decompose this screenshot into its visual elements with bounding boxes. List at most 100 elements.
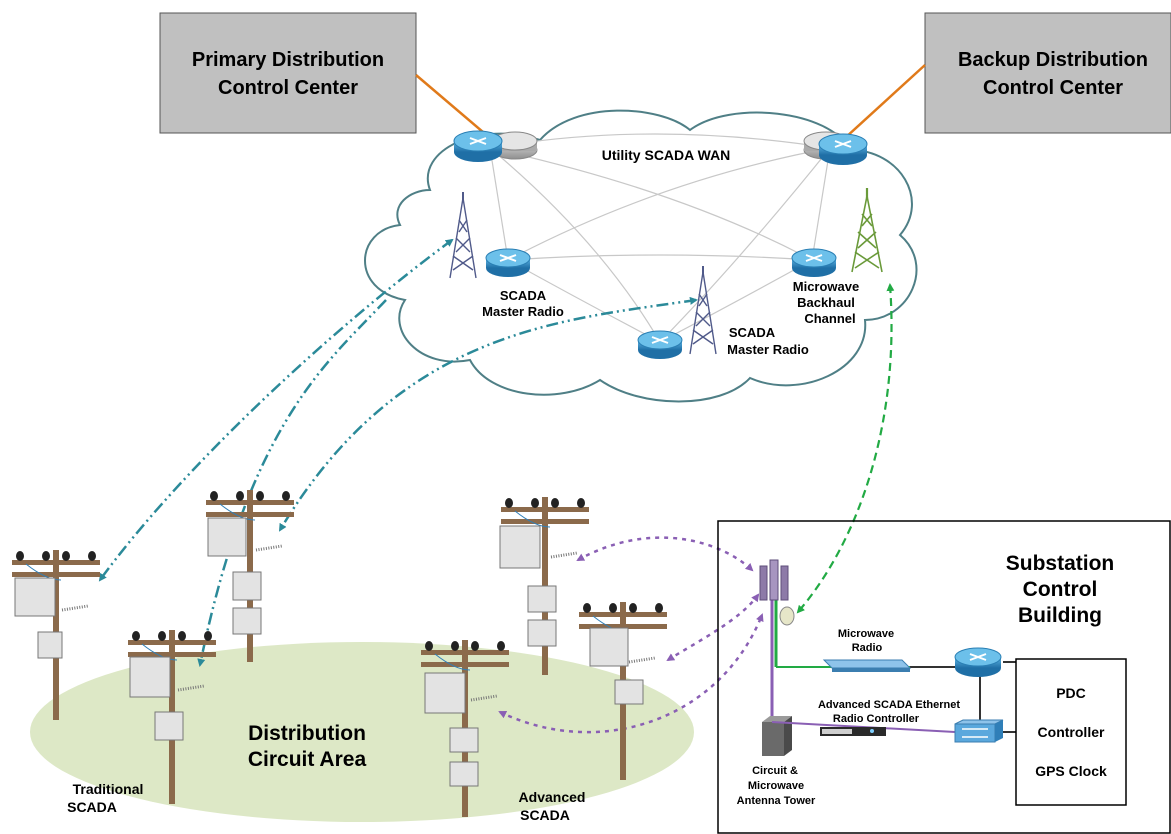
master-radio-router-2 <box>637 330 683 359</box>
insulator-icon <box>132 631 140 641</box>
master-radio-1-label-line2: Master Radio <box>482 304 564 319</box>
equipment-item-1: Controller <box>1038 724 1105 740</box>
tower-label-line2: Microwave <box>748 780 804 792</box>
distribution-area-line1: Distribution <box>248 722 366 745</box>
insulator-icon <box>451 641 459 651</box>
insulator-icon <box>629 603 637 613</box>
insulator-icon <box>62 551 70 561</box>
pole-wire <box>141 643 178 661</box>
insulator-icon <box>178 631 186 641</box>
radio-antenna-icon <box>470 694 498 702</box>
distribution-area-line2: Circuit Area <box>248 748 367 771</box>
pole-box <box>527 585 557 613</box>
substation-title-line2: Control <box>1023 578 1098 601</box>
utility-pole-0 <box>12 550 100 720</box>
controller-label-line1: Advanced SCADA Ethernet <box>818 699 960 711</box>
utility-pole-4 <box>421 640 509 817</box>
primary-control-center: Primary Distribution Control Center <box>159 12 417 134</box>
insulator-icon <box>210 491 218 501</box>
rtu-cabinet <box>129 656 171 698</box>
rtu-cabinet <box>589 627 629 667</box>
master-radio-2-label-line2: Master Radio <box>727 342 809 357</box>
insulator-icon <box>551 498 559 508</box>
master-radio-1-label-line1: SCADA <box>500 288 547 303</box>
insulator-icon <box>505 498 513 508</box>
crossarm <box>206 512 294 517</box>
microwave-backhaul-router <box>791 248 837 277</box>
primary-uplink <box>415 74 491 139</box>
insulator-icon <box>16 551 24 561</box>
crossarm <box>501 507 589 512</box>
tower-label-line1: Circuit & <box>752 765 798 777</box>
insulator-icon <box>531 498 539 508</box>
insulator-icon <box>282 491 290 501</box>
primary-control-center-line2: Control Center <box>218 77 358 99</box>
utility-poles <box>12 490 667 817</box>
insulator-icon <box>256 491 264 501</box>
microwave-backhaul-label-line3: Channel <box>804 311 855 326</box>
insulator-icon <box>583 603 591 613</box>
insulator-icon <box>425 641 433 651</box>
microwave-radio-label-line2: Radio <box>852 642 883 654</box>
substation-title-line1: Substation <box>1006 552 1115 575</box>
master-radio-router-1 <box>485 248 531 277</box>
traditional-scada-line1: Traditional <box>73 781 144 797</box>
master-radio-2-label-line1: SCADA <box>729 325 776 340</box>
traditional-scada-line2: SCADA <box>67 799 117 815</box>
microwave-backhaul-label-line1: Microwave <box>793 279 859 294</box>
microwave-link <box>796 283 895 614</box>
substation-title-line3: Building <box>1018 604 1102 627</box>
crossarm <box>128 640 216 645</box>
crossarm <box>12 560 100 565</box>
pole-box <box>232 571 262 601</box>
insulator-icon <box>655 603 663 613</box>
insulator-icon <box>609 603 617 613</box>
crossarm <box>501 519 589 524</box>
advanced-link-1 <box>576 536 754 572</box>
crossarm <box>421 650 509 655</box>
microwave-tower-icon <box>851 188 883 273</box>
crossarm <box>421 662 509 667</box>
pole-box <box>37 631 63 659</box>
equipment-item-0: PDC <box>1056 685 1086 701</box>
advanced-scada-links <box>498 536 764 734</box>
ethernet-radio-controller-device-icon <box>820 727 886 736</box>
substation-switch-icon <box>954 719 1004 743</box>
advanced-link-2 <box>666 593 760 662</box>
advanced-scada-line2: SCADA <box>520 807 570 823</box>
antenna-tower-icon <box>759 559 795 756</box>
tower-label-line3: Antenna Tower <box>737 795 816 807</box>
pole-box <box>527 619 557 647</box>
advanced-link-3 <box>498 613 764 734</box>
radio-antenna-icon <box>255 544 283 552</box>
pole-box <box>449 761 479 787</box>
pole-wire <box>219 503 256 521</box>
radio-antenna-icon <box>550 551 578 559</box>
crossarm <box>12 572 100 577</box>
pole-box <box>614 679 644 705</box>
utility-pole-3 <box>499 497 589 675</box>
utility-pole-2 <box>128 630 216 804</box>
insulator-icon <box>236 491 244 501</box>
equipment-item-2: GPS Clock <box>1035 763 1107 779</box>
insulator-icon <box>204 631 212 641</box>
backup-uplink <box>844 64 926 139</box>
radio-antenna-icon <box>628 656 656 664</box>
insulator-icon <box>88 551 96 561</box>
substation-router-icon <box>954 647 1002 677</box>
microwave-backhaul-label-line2: Backhaul <box>797 295 855 310</box>
utility-pole-1 <box>206 490 294 662</box>
radio-antenna-icon <box>177 684 205 692</box>
pdc-equipment-box <box>1015 658 1127 806</box>
backup-router-pair <box>803 131 868 165</box>
pole-box <box>449 727 479 753</box>
primary-router-pair <box>453 130 538 162</box>
advanced-scada-line1: Advanced <box>519 789 586 805</box>
rtu-cabinet <box>14 577 56 617</box>
pole-box <box>232 607 262 635</box>
pole-wire <box>25 563 62 581</box>
traditional-link-1 <box>98 238 454 582</box>
rtu-cabinet <box>424 672 466 714</box>
backup-control-center-line1: Backup Distribution <box>958 49 1148 71</box>
